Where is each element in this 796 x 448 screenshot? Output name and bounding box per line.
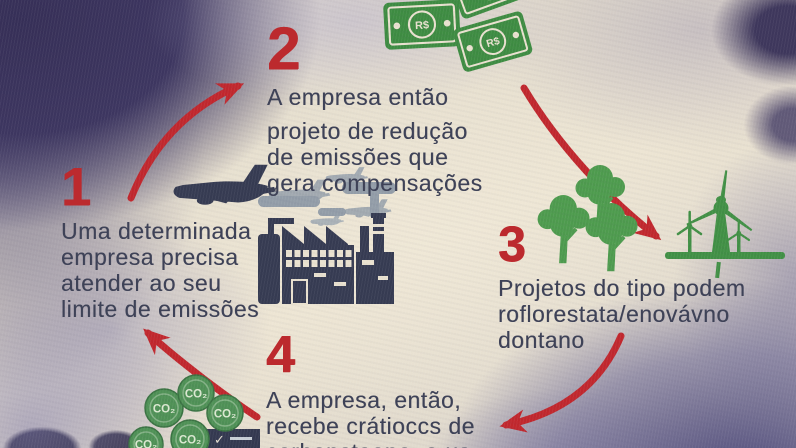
step-2-line: projeto de redução xyxy=(267,118,468,144)
co2-coin: CO₂ xyxy=(144,388,184,428)
co2-coins-icon: CO₂ CO₂ CO₂ CO₂ CO₂ xyxy=(128,374,244,448)
step-3-text: Projetos do tipo podem roflorestata/enov… xyxy=(498,275,746,353)
arrow-step1-to-step2 xyxy=(127,82,245,202)
step-4-line: recebe crátioccs de xyxy=(266,412,475,439)
step-4-line: carbonstaana, o us xyxy=(266,439,475,448)
check-mark: ✓ xyxy=(214,432,225,447)
co2-label: CO₂ xyxy=(185,389,207,401)
step-3-block: 3 Projetos do tipo podem roflorestata/en… xyxy=(498,216,746,353)
arrow-step2-to-step3 xyxy=(520,84,662,241)
step-1-line: Uma determinada xyxy=(61,217,252,244)
co2-coin: CO₂ xyxy=(128,426,164,448)
certificate-icon: ✓ xyxy=(206,429,260,448)
co2-label: CO₂ xyxy=(135,440,157,448)
step-4-number: 4 xyxy=(266,326,295,384)
step-1-line: empresa precisa xyxy=(61,243,239,270)
smoke-icon xyxy=(258,182,396,218)
step-3-line: dontano xyxy=(498,327,585,353)
step-3-number: 3 xyxy=(498,216,526,272)
step-2-line: de emissões que xyxy=(267,144,449,170)
step-4-block: 4 A empresa, então, recebe crátioccs de … xyxy=(266,326,475,448)
step-2-block: 2 A empresa então projeto de redução de … xyxy=(267,15,483,197)
step-3-line: roflorestata/enovávno xyxy=(498,301,730,327)
co2-coin: CO₂ xyxy=(206,394,244,432)
wind-turbines-icon xyxy=(665,170,785,279)
step-1-number: 1 xyxy=(61,157,92,217)
step-1-text: Uma determinada empresa precisa atender … xyxy=(61,218,259,322)
co2-label: CO₂ xyxy=(179,435,201,447)
step-1-line: atender ao seu xyxy=(61,269,222,296)
step-2-number: 2 xyxy=(267,15,301,82)
co2-coin: CO₂ xyxy=(170,419,210,448)
co2-label: CO₂ xyxy=(153,404,175,416)
step-2-line: gera compensações xyxy=(267,170,483,196)
step-3-line: Projetos do tipo podem xyxy=(498,275,746,301)
factory-icon xyxy=(258,213,394,305)
step-1-block: 1 Uma determinada empresa precisa atende… xyxy=(61,157,259,322)
arrow-step3-to-step4 xyxy=(499,332,625,433)
step-2-line: A empresa então xyxy=(267,84,449,110)
co2-label: CO₂ xyxy=(214,409,236,421)
step-4-text: A empresa, então, recebe crátioccs de ca… xyxy=(266,387,475,448)
step-4-line: A empresa, então, xyxy=(266,386,462,413)
step-1-line: limite de emissões xyxy=(61,295,260,322)
co2-coin: CO₂ xyxy=(177,374,215,412)
step-2-text: A empresa então projeto de redução de em… xyxy=(267,84,483,196)
